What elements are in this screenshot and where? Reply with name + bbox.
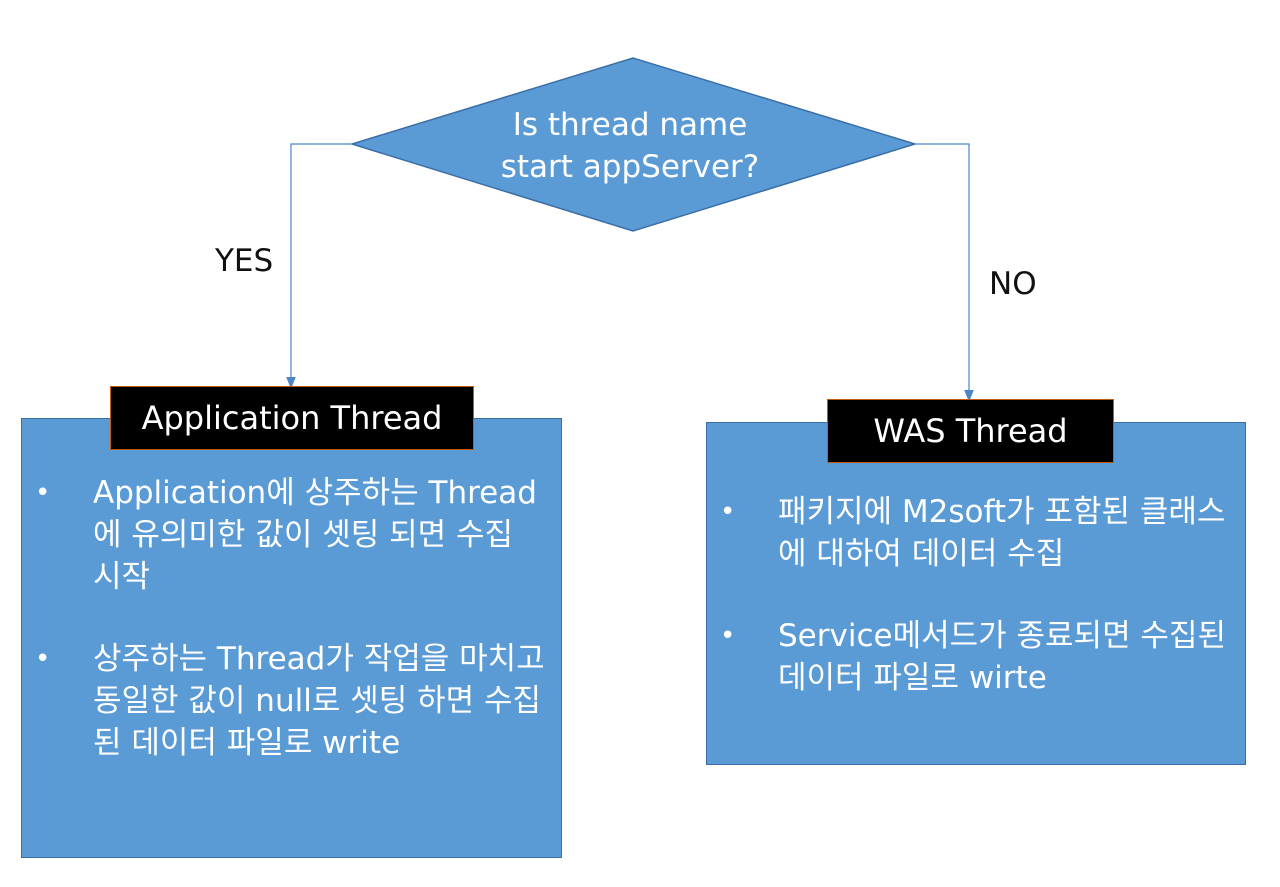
decision-line-2: start appServer?	[430, 146, 830, 188]
list-item: • Application에 상주하는 Thread에 유의미한 값이 셋팅 되…	[35, 472, 545, 598]
application-thread-header: Application Thread	[110, 386, 474, 450]
application-bullet-1: Application에 상주하는 Thread에 유의미한 값이 셋팅 되면 …	[93, 475, 537, 595]
list-item: • Service메서드가 종료되면 수집된 데이터 파일로 wirte	[720, 615, 1230, 699]
decision-line-1: Is thread name	[512, 107, 748, 143]
was-thread-header: WAS Thread	[827, 399, 1114, 463]
no-connector	[915, 143, 974, 402]
bullet-icon: •	[35, 478, 51, 508]
application-thread-title: Application Thread	[141, 399, 443, 437]
list-item: • 상주하는 Thread가 작업을 마치고 동일한 값이 null로 셋팅 하…	[35, 638, 545, 764]
bullet-icon: •	[720, 621, 736, 651]
yes-connector	[286, 143, 352, 389]
bullet-icon: •	[35, 644, 51, 674]
was-thread-panel	[706, 422, 1246, 765]
decision-text: Is thread name start appServer?	[430, 104, 830, 188]
bullet-icon: •	[720, 497, 736, 527]
application-thread-panel	[21, 418, 562, 858]
application-bullet-2: 상주하는 Thread가 작업을 마치고 동일한 값이 null로 셋팅 하면 …	[93, 641, 545, 761]
yes-label: YES	[215, 243, 274, 279]
application-thread-bullets: • Application에 상주하는 Thread에 유의미한 값이 셋팅 되…	[35, 472, 545, 804]
list-item: • 패키지에 M2soft가 포함된 클래스에 대하여 데이터 수집	[720, 491, 1230, 575]
was-thread-bullets: • 패키지에 M2soft가 포함된 클래스에 대하여 데이터 수집 • Ser…	[720, 491, 1230, 739]
was-bullet-2: Service메서드가 종료되면 수집된 데이터 파일로 wirte	[778, 618, 1226, 696]
decision-line-2-text: start appServer?	[500, 149, 760, 185]
no-label: NO	[989, 266, 1037, 302]
was-bullet-1: 패키지에 M2soft가 포함된 클래스에 대하여 데이터 수집	[778, 494, 1226, 572]
was-thread-title: WAS Thread	[873, 412, 1068, 450]
decision-diamond	[349, 57, 918, 232]
